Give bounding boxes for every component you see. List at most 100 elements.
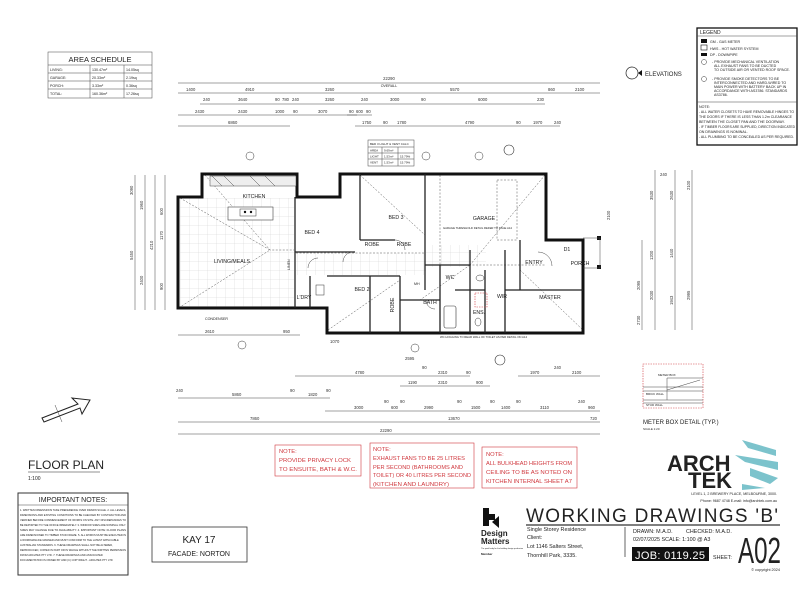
cell: 15.79% bbox=[400, 155, 411, 159]
dim-label: 2630 bbox=[669, 190, 674, 200]
cell: PORCH: bbox=[50, 84, 64, 88]
sheet-heading: WORKING DRAWINGS 'B' bbox=[526, 506, 778, 527]
logo-text: Matters bbox=[481, 537, 510, 546]
dim-label: 1400 bbox=[186, 87, 196, 92]
dim-label: 240 bbox=[660, 172, 668, 177]
room-label-living: LIVING/MEALS bbox=[214, 259, 251, 265]
dim-label: 1970 bbox=[533, 120, 543, 125]
cell: 3.33m² bbox=[92, 84, 104, 88]
sheet-number: A02 bbox=[738, 530, 781, 571]
dim-label: OVERALL bbox=[381, 84, 398, 88]
cell: 1.53m² bbox=[384, 161, 393, 165]
legend-note: - IF TIMBER FLOORS ARE SUPPLIED, DIRECTI… bbox=[699, 125, 795, 129]
floor-plan: KITCHEN LIVING/MEALS BED 4 BED 3 ROBE RO… bbox=[176, 144, 601, 366]
dim-label: 7860 bbox=[250, 416, 260, 421]
logo-text: The peak body for the building design pr… bbox=[481, 547, 523, 550]
note-text: (KITCHEN AND LAUNDRY) bbox=[373, 482, 449, 488]
room-label-laundry: L'DRY bbox=[297, 295, 312, 301]
cell: LIGHT bbox=[370, 155, 379, 159]
hot-water-icon bbox=[700, 44, 708, 51]
legend-note-title: NOTE: bbox=[699, 105, 710, 109]
legend-note: ON DRAWINGS IS NOMINAL. bbox=[699, 130, 748, 134]
dim-label: 900 bbox=[159, 282, 164, 290]
important-notes-title: IMPORTANT NOTES: bbox=[39, 497, 108, 504]
north-arrow-icon bbox=[41, 397, 91, 423]
dim-label: 2610 bbox=[205, 329, 215, 334]
dim-label: 4210 bbox=[149, 240, 154, 250]
legend-note: ALL EXHAUST FANS TO BE DUCTED bbox=[714, 64, 777, 68]
job-number-box bbox=[632, 547, 709, 561]
dim-label: 90 bbox=[516, 120, 521, 125]
sheet-label: SHEET: bbox=[713, 555, 732, 561]
room-label-robe: ROBE bbox=[397, 242, 412, 248]
room-label-bath: BATH bbox=[423, 300, 437, 306]
dim-label: 2100 bbox=[686, 180, 691, 190]
area-schedule: AREA SCHEDULE LIVING: 130.47m² 14.05sq G… bbox=[47, 51, 153, 99]
smoke-detector-icon bbox=[701, 76, 707, 82]
dim-label: 5570 bbox=[450, 87, 460, 92]
cell: TOTAL: bbox=[50, 92, 62, 96]
room-label-kitchen: KITCHEN bbox=[243, 194, 266, 200]
legend-item: HWS - HOT WATER SYSTEM bbox=[710, 47, 758, 51]
legend-item: GM - GAS METER bbox=[710, 40, 741, 44]
site-address: Thornhill Park, 3335. bbox=[527, 553, 577, 559]
elevation-marker: ELEVATIONS bbox=[625, 66, 682, 80]
legend-item: DP - DOWNPIPE bbox=[710, 53, 738, 57]
dim-label: 90 bbox=[400, 399, 405, 404]
wc-hogging-note: WC HOGGING TO REAR WALL OF TOILET AS PER… bbox=[440, 335, 527, 339]
dim-label: 3260 bbox=[325, 87, 335, 92]
dim-label: 90 bbox=[290, 388, 295, 393]
dim-label: 2995 bbox=[686, 290, 691, 300]
meter-box-label: STUD WALL bbox=[646, 403, 663, 407]
exhaust-fan-icon bbox=[701, 59, 707, 65]
cell: 17.26sq bbox=[126, 92, 139, 96]
dim-label: 22290 bbox=[380, 428, 392, 433]
dim-label: 3090 bbox=[129, 185, 134, 195]
dim-label: 3110 bbox=[540, 405, 550, 410]
dim-label: 950 bbox=[283, 329, 291, 334]
dim-label: 860 bbox=[548, 87, 556, 92]
dim-label: 1780 bbox=[397, 120, 407, 125]
room-label-entry: ENTRY bbox=[525, 260, 543, 266]
note-text: NOTE: bbox=[486, 452, 504, 458]
house-name: KAY 17 bbox=[183, 535, 216, 546]
room-label-mh: MH bbox=[414, 282, 420, 286]
cell: 2.19sq bbox=[126, 76, 137, 80]
dim-label: 90 bbox=[293, 109, 298, 114]
dim-label: 600 bbox=[159, 207, 164, 215]
floor-plan-scale: 1:100 bbox=[28, 476, 41, 482]
dim-label: 1960 bbox=[139, 200, 144, 210]
dim-label: 1500 bbox=[471, 405, 481, 410]
dim-label: 240 bbox=[176, 388, 184, 393]
dim-label: 90 bbox=[516, 399, 521, 404]
dim-label: 230 bbox=[537, 97, 545, 102]
dim-label: 90 bbox=[421, 97, 426, 102]
room-label-bed4: BED 4 bbox=[305, 230, 320, 236]
note-text: PER SECOND (BATHROOMS AND bbox=[373, 465, 463, 471]
dim-label: 3260 bbox=[325, 97, 335, 102]
dim-label: 2100 bbox=[572, 370, 582, 375]
dimensions-left: 3090 1960 5450 4210 2400 1170 600 900 bbox=[129, 175, 166, 310]
company-contact: Phone: 9687 4748 E-mail: info@archtek.co… bbox=[700, 499, 777, 503]
meter-box-title: METER BOX DETAIL (TYP.) bbox=[643, 420, 719, 426]
legend-note: MAIN POWER WITH BATTERY BACK UP IN bbox=[714, 85, 787, 89]
client-label: Client: bbox=[527, 535, 542, 541]
cell: 130.47m² bbox=[92, 68, 108, 72]
dim-label: 13670 bbox=[448, 416, 460, 421]
dim-label: 960 bbox=[588, 405, 596, 410]
room-label-linen: LINEN bbox=[287, 259, 291, 270]
dim-label: 720 bbox=[590, 416, 598, 421]
cell: 9.69m² bbox=[384, 149, 393, 153]
note-line: BE REPORTED TO THE OFFICE IMMEDIATELY. 3… bbox=[20, 523, 126, 527]
drawn-by: DRAWN: M.A.D. bbox=[633, 529, 673, 535]
copyright: © copyright 2024 bbox=[751, 568, 780, 572]
dim-label: 90 bbox=[383, 120, 388, 125]
dimensions-bottom: 2610 950 1070 2595 4780 90 2310 90 1970 … bbox=[176, 329, 600, 435]
legend-note: ACCORDANCE WITH AS3786. STANDARDS bbox=[714, 89, 788, 93]
dimensions-top: 22290 OVERALL 1400 4910 3260 5570 860 21… bbox=[178, 76, 600, 127]
note-exhaust-fans: NOTE: EXHAUST FANS TO BE 25 LITRES PER S… bbox=[369, 442, 475, 489]
logo-text: Design bbox=[481, 529, 508, 538]
room-label-robe: ROBE bbox=[390, 297, 396, 312]
dim-label: 240 bbox=[203, 97, 211, 102]
